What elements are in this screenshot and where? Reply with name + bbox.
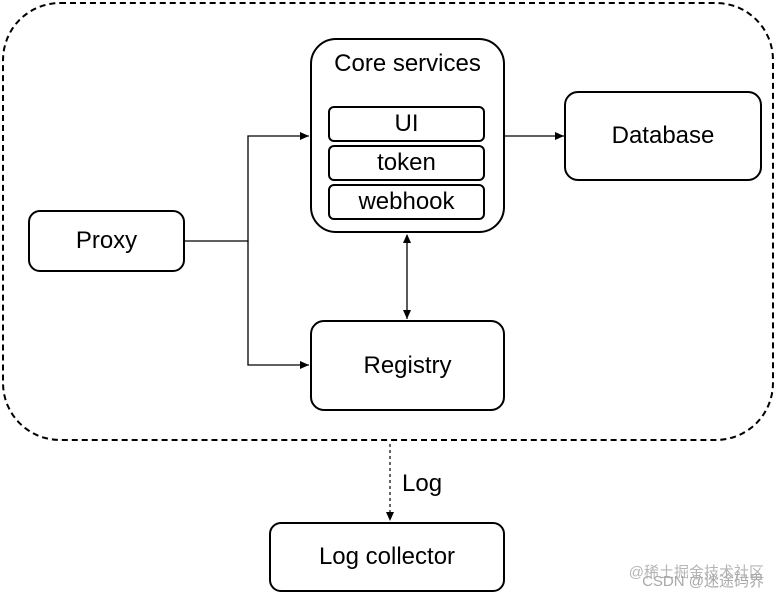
log-collector-node: Log collector — [269, 522, 505, 592]
webhook-label: webhook — [358, 188, 455, 215]
core-services-node: Core services UI token webhook — [310, 38, 505, 233]
ui-component: UI — [328, 106, 485, 142]
log-collector-label: Log collector — [318, 543, 456, 570]
watermark-bottom: CSDN @迷途码界 — [642, 573, 764, 590]
registry-label: Registry — [363, 351, 452, 379]
proxy-node: Proxy — [28, 210, 185, 272]
ui-label: UI — [394, 110, 419, 137]
proxy-to-registry-arrow — [247, 241, 309, 369]
core-services-title: Core services — [334, 50, 481, 77]
webhook-component: webhook — [328, 184, 485, 220]
log-edge-label: Log — [402, 470, 443, 497]
cluster-boundary — [2, 2, 774, 441]
proxy-label: Proxy — [75, 227, 138, 254]
registry-node: Registry — [310, 320, 505, 411]
database-label: Database — [611, 122, 715, 149]
watermark-top: @稀土掘金技术社区 — [628, 564, 764, 581]
token-label: token — [377, 149, 436, 176]
database-node: Database — [564, 91, 762, 181]
token-component: token — [328, 145, 485, 181]
proxy-to-core-arrow — [185, 132, 309, 242]
